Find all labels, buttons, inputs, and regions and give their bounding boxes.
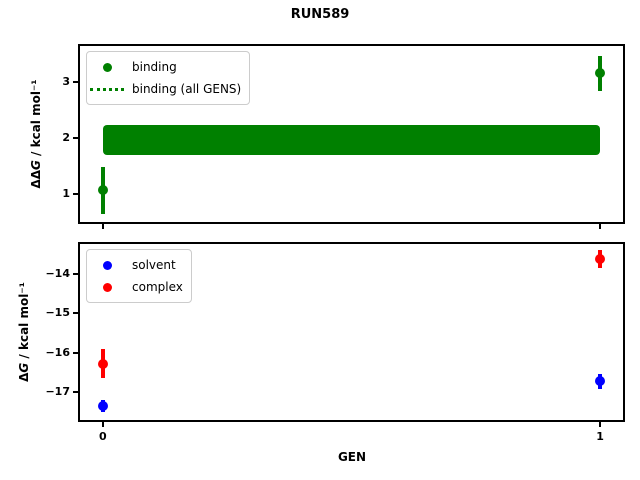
figure-title: RUN589 [290, 7, 350, 22]
data-point-binding-gen0 [97, 185, 108, 196]
y-tick-mark [73, 136, 78, 139]
dotted-line-icon [90, 87, 124, 91]
bottom-axes-plot-area: solvent complex −14 −15 −16 −17 0 1 [45, 244, 623, 443]
legend-item-solvent: solvent [90, 255, 183, 275]
ylabel-top-units: / kcal mol⁻¹ [29, 79, 43, 161]
legend-label-complex: complex [132, 280, 183, 294]
legend-label-binding-all-gens: binding (all GENS) [132, 82, 242, 96]
y-tick-label: −17 [45, 385, 70, 399]
data-point-complex-gen0 [97, 358, 108, 369]
top-legend: binding binding (all GENS) [86, 51, 251, 105]
x-tick-label: 1 [596, 430, 604, 443]
ylabel-bottom-symbol: G [17, 362, 31, 373]
y-tick-label: −14 [45, 266, 70, 280]
y-tick-label: 1 [62, 186, 70, 200]
data-point-solvent-gen0 [97, 400, 108, 411]
legend-item-binding: binding [90, 57, 241, 77]
y-tick-mark [73, 312, 78, 315]
band-binding-all-gens [102, 125, 601, 155]
data-point-binding-gen1 [595, 68, 606, 79]
legend-item-complex: complex [90, 277, 183, 297]
x-tick-mark [101, 223, 104, 229]
y-tick-label: −16 [45, 345, 70, 359]
x-tick-mark [599, 421, 602, 427]
y-tick-mark [73, 192, 78, 195]
ylabel-bottom-units: / kcal mol⁻¹ [17, 282, 31, 363]
legend-label-solvent: solvent [132, 258, 176, 272]
y-tick-label: 3 [62, 74, 70, 88]
x-axis-label: GEN [337, 450, 367, 464]
y-tick-mark [73, 80, 78, 83]
complex-marker-icon [90, 282, 124, 292]
x-tick-mark [599, 223, 602, 229]
y-tick-mark [73, 351, 78, 354]
data-point-solvent-gen1 [595, 376, 606, 387]
y-tick-label: 2 [62, 130, 70, 144]
bottom-axes: solvent complex −14 −15 −16 −17 0 1 [45, 242, 625, 443]
y-tick-mark [73, 272, 78, 275]
y-tick-label: −15 [45, 306, 70, 320]
bottom-legend: solvent complex [86, 249, 192, 303]
legend-item-binding-all-gens: binding (all GENS) [90, 79, 241, 99]
ylabel-bottom-delta: Δ [17, 372, 31, 382]
y-axis-label-bottom: ΔG / kcal mol⁻¹ [17, 282, 31, 382]
top-axes: binding binding (all GENS) 3 2 1 [62, 44, 625, 229]
top-axes-plot-area: binding binding (all GENS) 3 2 1 [62, 46, 623, 229]
x-tick-mark [101, 421, 104, 427]
data-point-complex-gen1 [595, 253, 606, 264]
y-tick-mark [73, 391, 78, 394]
solvent-marker-icon [90, 260, 124, 270]
legend-label-binding: binding [132, 60, 177, 74]
ylabel-top-symbol: G [29, 160, 43, 170]
ylabel-top-delta: ΔΔ [29, 169, 43, 189]
binding-marker-icon [90, 62, 124, 72]
x-tick-label: 0 [99, 430, 107, 443]
